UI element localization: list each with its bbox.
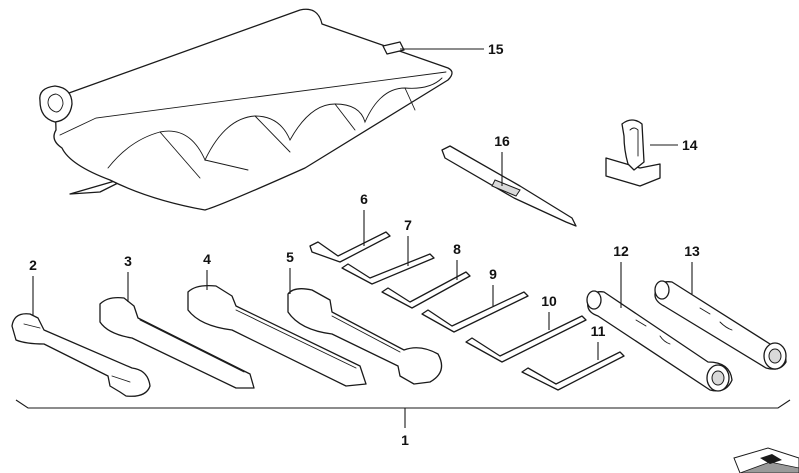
callout-14: 14 [682,137,698,153]
callout-6: 6 [360,191,368,207]
hex-key-8[interactable] [381,271,471,309]
tool-roll-bag[interactable] [39,8,453,211]
callout-4: 4 [203,251,211,267]
leader-lines [32,48,693,428]
screwdriver[interactable] [441,145,577,227]
callout-15: 15 [488,41,504,57]
box-spanner-13[interactable] [654,280,787,370]
holder-clip[interactable] [605,119,661,187]
hex-key-7[interactable] [341,253,435,285]
callout-3: 3 [124,253,132,269]
box-spanner-12[interactable] [586,290,733,392]
callout-11: 11 [591,323,606,339]
spanner-5[interactable] [287,288,443,385]
spanner-2[interactable] [11,313,151,397]
callout-13: 13 [684,243,700,259]
hex-key-11[interactable] [521,351,625,391]
hex-key-6[interactable] [309,231,391,263]
callout-8: 8 [453,241,461,257]
spanner-4[interactable] [187,284,367,387]
callout-10: 10 [541,293,557,309]
spanner-3[interactable] [99,296,255,389]
group-bracket [15,399,791,409]
callout-12: 12 [613,243,629,259]
hex-key-9[interactable] [421,291,529,333]
callout-7: 7 [404,217,412,233]
callout-5: 5 [286,249,294,265]
callout-16: 16 [494,133,510,149]
callout-1: 1 [401,432,409,448]
hex-key-10[interactable] [465,315,587,363]
callouts: 1 2 3 4 5 6 7 8 9 10 11 12 13 14 15 16 [29,41,700,448]
callout-2: 2 [29,257,37,273]
catalog-corner-icon [733,447,799,473]
callout-9: 9 [489,266,497,282]
